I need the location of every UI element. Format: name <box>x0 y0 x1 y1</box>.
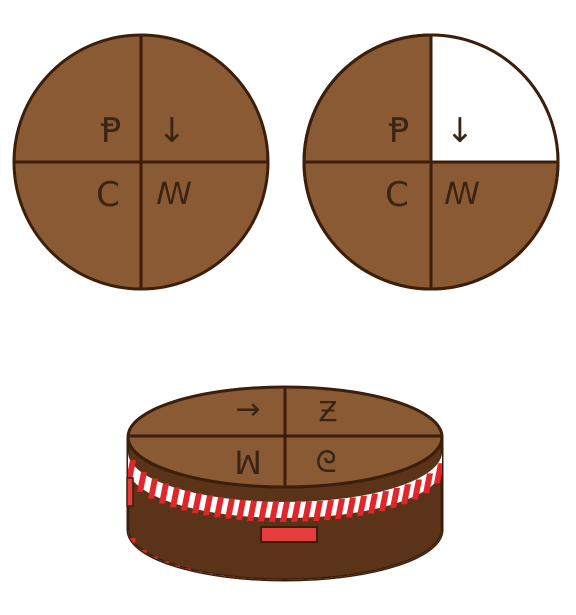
candy-stripe <box>412 557 422 577</box>
zigzag-rune-icon: ꟿ <box>156 177 192 212</box>
candy-stripe <box>346 497 356 518</box>
candy-stripe <box>159 483 169 504</box>
s-rune-icon: Ᵽ <box>101 111 122 151</box>
candy-stripe <box>324 500 334 521</box>
candy-stripe <box>247 578 257 580</box>
candy-stripe <box>137 471 147 492</box>
candy-stripe <box>412 479 422 500</box>
candy-stripe <box>379 569 389 580</box>
candy-stripe <box>368 493 378 514</box>
candy-stripe <box>313 500 323 521</box>
candy-stripe <box>280 501 290 522</box>
curl-rune-icon: ᘓ <box>315 445 336 480</box>
candy-stripe <box>335 576 345 580</box>
candy-stripe <box>423 473 433 494</box>
candy-stripe <box>258 501 268 522</box>
candy-stripe <box>280 579 290 580</box>
candy-stripe <box>401 562 411 580</box>
side-marker <box>126 477 134 507</box>
candy-stripe <box>181 490 191 511</box>
candy-stripe <box>236 499 246 520</box>
down-arrow-icon: ↓ <box>446 111 475 151</box>
candy-stripe <box>181 568 191 580</box>
candy-stripe <box>148 478 158 499</box>
candy-stripe <box>137 549 147 569</box>
candy-stripe <box>390 487 400 508</box>
candy-stripe <box>379 491 389 512</box>
c-rune-icon: C <box>385 175 409 215</box>
candy-stripe <box>192 493 202 514</box>
right-disc[interactable]: Ᵽ ↓ C ꟿ <box>302 33 560 291</box>
candy-stripe <box>401 484 411 505</box>
candy-stripe <box>128 459 136 480</box>
candy-stripe <box>236 577 246 580</box>
candy-stripe <box>346 575 356 580</box>
candy-stripe <box>368 571 378 580</box>
candy-stripe <box>258 579 268 580</box>
candy-stripe <box>302 501 312 522</box>
candy-stripe <box>203 495 213 516</box>
candy-stripe <box>291 501 301 522</box>
candy-stripe <box>291 579 301 580</box>
candy-stripe <box>269 579 279 580</box>
candy-stripe <box>225 576 235 580</box>
candy-stripe <box>214 497 224 518</box>
candy-stripe <box>324 578 334 580</box>
candy-stripe <box>335 498 345 519</box>
candy-stripe <box>225 498 235 519</box>
drum-plate[interactable] <box>260 526 318 543</box>
candy-stripe <box>203 573 213 580</box>
left-disc[interactable]: Ᵽ ↓ C ꟿ <box>12 33 270 291</box>
candy-stripe <box>192 571 202 580</box>
candy-stripe <box>357 495 367 516</box>
right-arrow-icon: → <box>235 392 260 427</box>
candy-stripe <box>269 501 279 522</box>
candy-stripe <box>302 579 312 580</box>
c-rune-icon: C <box>96 175 120 215</box>
down-arrow-icon: ↓ <box>158 111 187 151</box>
candy-stripe <box>390 565 400 580</box>
drum[interactable]: → Ƶ ꟽ ᘓ <box>126 385 444 599</box>
m-rune-icon: ꟽ <box>234 444 262 482</box>
candy-stripe <box>434 463 442 484</box>
candy-stripe <box>170 487 180 508</box>
candy-stripe <box>313 578 323 580</box>
s-rune-icon: Ᵽ <box>389 111 410 151</box>
candy-stripe <box>214 575 224 580</box>
zigzag-rune-icon: ꟿ <box>444 177 480 212</box>
candy-stripe <box>247 500 257 521</box>
z-rune-icon: Ƶ <box>318 395 337 428</box>
candy-stripe <box>357 573 367 580</box>
